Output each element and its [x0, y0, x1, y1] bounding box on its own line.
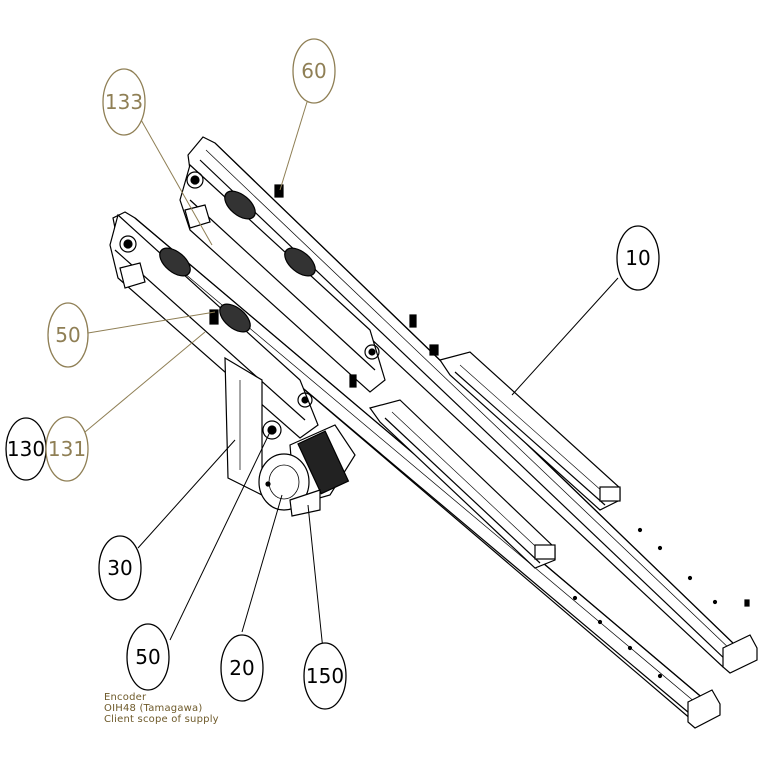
encoder-note-model: OIH48 (Tamagawa): [104, 703, 203, 714]
encoder-note-scope: Client scope of supply: [104, 714, 219, 725]
rear-rail-assembly: [179, 136, 758, 674]
callout-50-top: 50: [47, 302, 89, 368]
callout-20: 20: [220, 634, 264, 702]
leader-lines: [84, 101, 619, 651]
callout-60-label: 60: [301, 59, 326, 83]
callout-10-label: 10: [625, 246, 650, 270]
callout-50-top-label: 50: [55, 323, 80, 347]
encoder-note: Encoder OIH48 (Tamagawa) Client scope of…: [104, 692, 219, 725]
callout-133: 133: [102, 68, 146, 136]
encoder-note-title: Encoder: [104, 692, 147, 703]
callout-20-label: 20: [229, 656, 254, 680]
leader-20: [241, 494, 283, 633]
callout-50-bottom-label: 50: [135, 645, 160, 669]
leader-133: [139, 117, 213, 246]
leader-131: [84, 331, 206, 433]
leader-60: [279, 101, 308, 191]
leader-150: [307, 504, 324, 651]
callout-133-label: 133: [105, 90, 143, 114]
callout-50-bottom: 50: [126, 623, 170, 691]
leader-10: [511, 277, 619, 396]
callout-60: 60: [292, 38, 336, 104]
callout-10: 10: [616, 225, 660, 291]
callout-30: 30: [98, 535, 142, 601]
front-rail-assembly: [109, 211, 721, 729]
motor-gearbox: [224, 356, 356, 517]
callout-130-label: 130: [7, 437, 45, 461]
callout-150: 150: [303, 642, 347, 710]
callout-30-label: 30: [107, 556, 132, 580]
callout-131: 131: [45, 416, 89, 482]
callout-130: 130: [5, 417, 47, 481]
leader-30: [137, 439, 236, 549]
callouts: 133 60 10 50 130 131 30 50: [5, 38, 660, 710]
leader-50b: [169, 431, 271, 641]
callout-131-label: 131: [48, 437, 86, 461]
callout-150-label: 150: [306, 664, 344, 688]
leader-50a: [87, 311, 216, 334]
